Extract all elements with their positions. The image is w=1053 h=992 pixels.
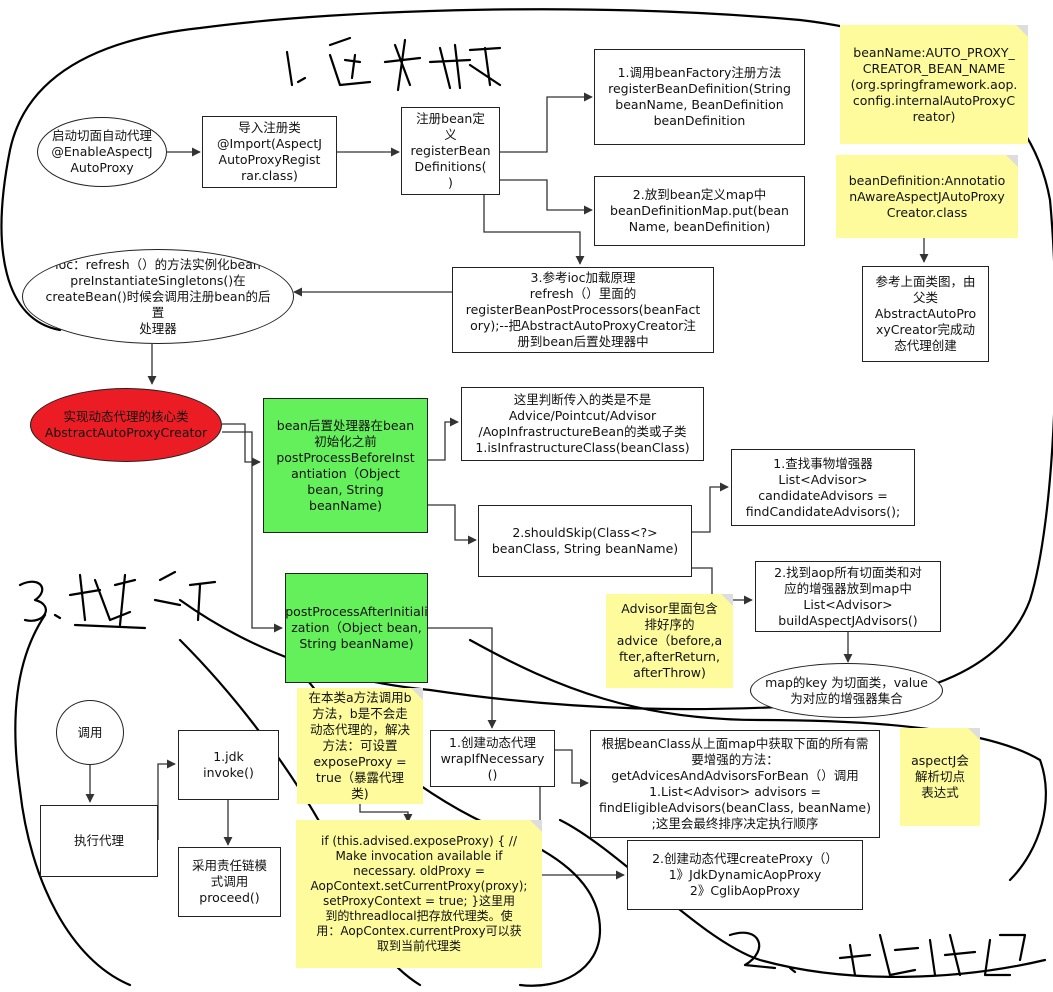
ioc-refresh-box: 3.参考ioc加载原理 refresh（）里面的 registerBeanPos… (452, 267, 714, 353)
edge-register-map (500, 179, 593, 215)
note-beandefinition: beanDefinition:Annotatio nAwareAspectJAu… (836, 155, 1018, 238)
import-box: 导入注册类 @Import(AspectJ AutoProxyRegist ra… (202, 116, 337, 188)
edge-core-after (222, 431, 283, 633)
call-factory-box: 1.调用beanFactory注册方法 registerBeanDefiniti… (594, 49, 805, 145)
invoke-circle: 调用 (56, 700, 124, 765)
create-proxy-box: 2.创建动态代理createProxy（） 1》JdkDynamicAopPro… (627, 840, 863, 910)
ink-heading-2 (728, 931, 1027, 977)
note-threadlocal: if (this.advised.exposeProxy) { // Make … (296, 820, 542, 968)
edge-register-refresh (483, 195, 585, 265)
ink-outline-mid (14, 613, 1047, 987)
should-skip-box: 2.shouldSkip(Class<?> beanClass, String … (478, 505, 692, 577)
start-ellipse: 启动切面自动代理 @EnableAspectJ AutoProxy (37, 117, 167, 187)
edge-before-skip (428, 504, 477, 545)
edge-core-before (222, 423, 261, 467)
build-advisors-box: 2.找到aop所有切面类和对 应的增强器放到map中 List<Advisor>… (755, 561, 941, 632)
map-key-ellipse: map的key 为切面类，value 为对应的增强器集合 (750, 663, 943, 718)
ink-heading-1 (285, 36, 502, 92)
ioc-instantiate-ellipse: ioc：refresh（）的方法实例化bean preInstantiateSi… (22, 249, 294, 344)
note-beanname: beanName:AUTO_PROXY_ CREATOR_BEAN_NAME (… (840, 25, 1028, 144)
put-map-box: 2.放到bean定义map中 beanDefinitionMap.put(bea… (594, 176, 805, 246)
ink-heading-3 (18, 570, 217, 630)
ink-outline-top (0, 8, 1053, 711)
find-candidate-box: 1.查找事物增强器 List<Advisor> candidateAdvisor… (731, 449, 915, 526)
edge-before-infra (428, 417, 459, 461)
note-advisor: Advisor里面包含 排好序的 advice（before,a fter,af… (606, 594, 733, 688)
edge-register-factory (500, 92, 593, 153)
chain-proceed-box: 采用责任链模 式调用 proceed() (178, 847, 281, 917)
parent-class-box: 参考上面类图，由 父类 AbstractAutoPro xyCreator完成动… (862, 266, 989, 362)
is-infrastructure-box: 这里判断传入的类是不是 Advice/Pointcut/Advisor /Aop… (461, 387, 704, 461)
get-advices-box: 根据beanClass从上面map中获取下面的所有需 要增强的方法： getAd… (590, 730, 880, 838)
execute-proxy-box: 执行代理 (40, 805, 158, 877)
note-aspectj: aspectJ会 解析切点 表达式 (900, 728, 980, 826)
wrap-if-necessary-box: 1.创建动态代理 wrapIfNecessary () (430, 730, 555, 787)
after-init-box: postProcessAfterInitiali zation（Object b… (285, 573, 428, 683)
register-definitions-box: 注册bean定 义 registerBean Definitions( ) (401, 107, 500, 195)
edge-wrap-get (555, 749, 589, 788)
edge-exec-jdk (157, 759, 176, 840)
before-init-box: bean后置处理器在bean 初始化之前 postProcessBeforeIn… (263, 398, 428, 533)
jdk-invoke-box: 1.jdk invoke() (178, 730, 279, 800)
edge-skip-candidate (692, 482, 729, 533)
edge-after-wrap (428, 627, 497, 729)
note-expose-proxy: 在本类a方法调用b 方法，b是不会走 动态代理的，解决 方法：可设置 expos… (297, 688, 423, 804)
core-class-ellipse: 实现动态代理的核心类 AbstractAutoProxyCreator (30, 388, 222, 462)
